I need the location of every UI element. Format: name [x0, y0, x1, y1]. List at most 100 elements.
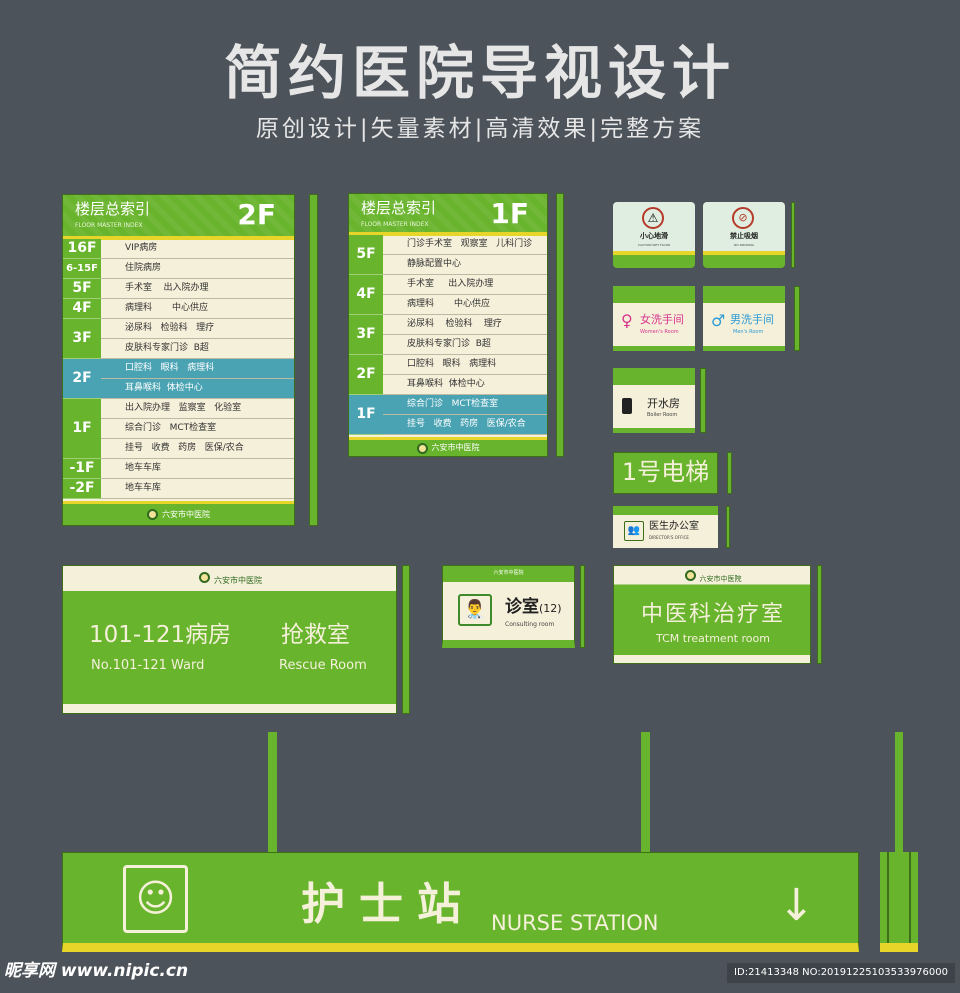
hospital-name: 六安市中医院 [699, 575, 742, 583]
elevator-sign: 1号电梯 [613, 452, 718, 494]
hospital-logo-icon [199, 572, 210, 583]
board-title: 楼层总索引 [361, 199, 437, 217]
floor-department-row: 地车车库 [101, 459, 294, 479]
floor-department-row: 手术室 出入院办理 [383, 275, 547, 295]
floor-label: -1F [63, 459, 101, 479]
floor-department-row: 门诊手术室 观察室 儿科门诊 [383, 235, 547, 255]
rescue-room-label: 抢救室 [281, 622, 350, 648]
floor-label: 1F [349, 395, 383, 435]
tcm-room-label: 中医科治疗室 [640, 602, 785, 627]
nurse-icon: ☺ [123, 865, 188, 933]
floor-department-row: 耳鼻喉科 体检中心 [101, 379, 294, 399]
doctors-icon: 👥 [624, 521, 644, 541]
floor-department-row: 口腔科 眼科 病理科 [383, 355, 547, 375]
boiler-room-label-en: Boiler Room [647, 412, 678, 418]
floor-label: 5F [63, 279, 101, 299]
nurse-station-label: 护士站 [301, 879, 475, 930]
board-subtitle: FLOOR MASTER INDEX [361, 221, 429, 228]
no-smoking-label: 禁止吸烟 [730, 232, 758, 240]
floor-label: 4F [349, 275, 383, 315]
board-floor: 2F [237, 198, 276, 231]
hospital-name: 六安市中医院 [431, 443, 480, 453]
hanging-pole [268, 732, 277, 853]
floor-label: 1F [63, 399, 101, 459]
floor-label: 3F [349, 315, 383, 355]
hospital-logo-icon [416, 442, 428, 454]
men-room-label: 男洗手间 [730, 313, 774, 326]
sign-side-view [727, 452, 732, 494]
sign-header: 六安市中医院 [443, 566, 574, 582]
watermark-id: ID:21413348 NO:20191225103533976000 [727, 963, 955, 983]
ward-label-en: No.101-121 Ward [91, 658, 205, 673]
doctor-office-sign: 👥 医生办公室 DIRECTOR'S OFFICE [613, 506, 718, 548]
sign-header [613, 286, 695, 303]
board-side-view [556, 193, 564, 457]
floor-label: -2F [63, 479, 101, 499]
floor-department-row: 口腔科 眼科 病理科 [101, 359, 294, 379]
floor-department-row: 耳鼻喉科 体检中心 [383, 375, 547, 395]
sign-side-view [700, 368, 706, 433]
tcm-room-label-en: TCM treatment room [656, 632, 770, 645]
no-smoking-icon: ⊘ [732, 207, 754, 229]
floor-department-row: 综合门诊 MCT检查室 [383, 395, 547, 415]
sign-side-view [726, 506, 730, 548]
woman-icon: ♀ [621, 311, 633, 330]
board-subtitle: FLOOR MASTER INDEX [75, 222, 143, 229]
board-side-view [309, 194, 318, 526]
floor-label: 2F [349, 355, 383, 395]
board-header: 楼层总索引 FLOOR MASTER INDEX 1F [349, 194, 547, 232]
hospital-logo-icon [147, 509, 158, 520]
boiler-room-label: 开水房 [647, 397, 680, 410]
sign-header [703, 286, 785, 303]
hospital-logo-icon [684, 570, 696, 581]
board-floor: 1F [490, 197, 529, 230]
no-smoking-sign: ⊘ 禁止吸烟 NO SMOKING [703, 202, 785, 268]
women-room-label-en: Women's Room [640, 329, 679, 335]
board-title: 楼层总索引 [75, 200, 151, 218]
sign-side-view [794, 286, 800, 351]
floor-label: 6-15F [63, 259, 101, 279]
floor-department-row: 手术室 出入院办理 [101, 279, 294, 299]
board-footer: 六安市中医院 [349, 437, 547, 456]
ward-label: 101-121病房 [89, 622, 232, 648]
floor-department-row: 皮肤科专家门诊 B超 [383, 335, 547, 355]
board-header: 楼层总索引 FLOOR MASTER INDEX 2F [63, 195, 294, 236]
hanging-pole [641, 732, 650, 853]
floor-department-row: 综合门诊 MCT检查室 [101, 419, 294, 439]
no-smoking-label-en: NO SMOKING [734, 243, 754, 247]
floor-department-row: 病理科 中心供应 [383, 295, 547, 315]
floor-department-row: 住院病房 [101, 259, 294, 279]
women-room-sign: ♀ 女洗手间 Women's Room [613, 286, 695, 351]
man-icon: ♂ [711, 311, 726, 330]
boiler-room-sign: 开水房 Boiler Room [613, 368, 695, 433]
floor-department-row: 病理科 中心供应 [101, 299, 294, 319]
women-room-label: 女洗手间 [640, 313, 684, 326]
floor-department-row: 泌尿科 检验科 理疗 [101, 319, 294, 339]
doctor-office-label-en: DIRECTOR'S OFFICE [649, 535, 689, 540]
boiler-icon [622, 398, 632, 414]
floor-department-row: 出入院办理 监察室 化验室 [101, 399, 294, 419]
page-title: 简约医院导视设计 [223, 39, 736, 107]
sign-header [613, 368, 695, 385]
men-room-label-en: Men's Room [733, 329, 764, 335]
floor-label: 5F [349, 235, 383, 275]
arrow-down-icon: ↓ [778, 880, 815, 931]
ward-sign: 六安市中医院 101-121病房 No.101-121 Ward 抢救室 Res… [62, 565, 397, 714]
floor-label: 2F [63, 359, 101, 399]
hospital-name: 六安市中医院 [162, 509, 210, 519]
sign-side-view [817, 565, 822, 664]
floor-label: 4F [63, 299, 101, 319]
sign-side-view [402, 565, 410, 714]
consulting-label: 诊室 [505, 597, 539, 617]
tcm-room-sign: 六安市中医院 中医科治疗室 TCM treatment room [613, 565, 811, 664]
page-subtitle: 原创设计|矢量素材|高清效果|完整方案 [255, 116, 705, 142]
slip-icon: ⚠ [642, 207, 664, 229]
sign-side-view [880, 852, 918, 952]
nurse-station-label-en: NURSE STATION [491, 911, 659, 935]
floor-department-row: 挂号 收费 药房 医保/农合 [101, 439, 294, 459]
consultation-icon: 👨‍⚕ [458, 594, 492, 626]
sign-side-view [791, 202, 795, 268]
rescue-room-label-en: Rescue Room [279, 658, 367, 673]
floor-label: 3F [63, 319, 101, 359]
